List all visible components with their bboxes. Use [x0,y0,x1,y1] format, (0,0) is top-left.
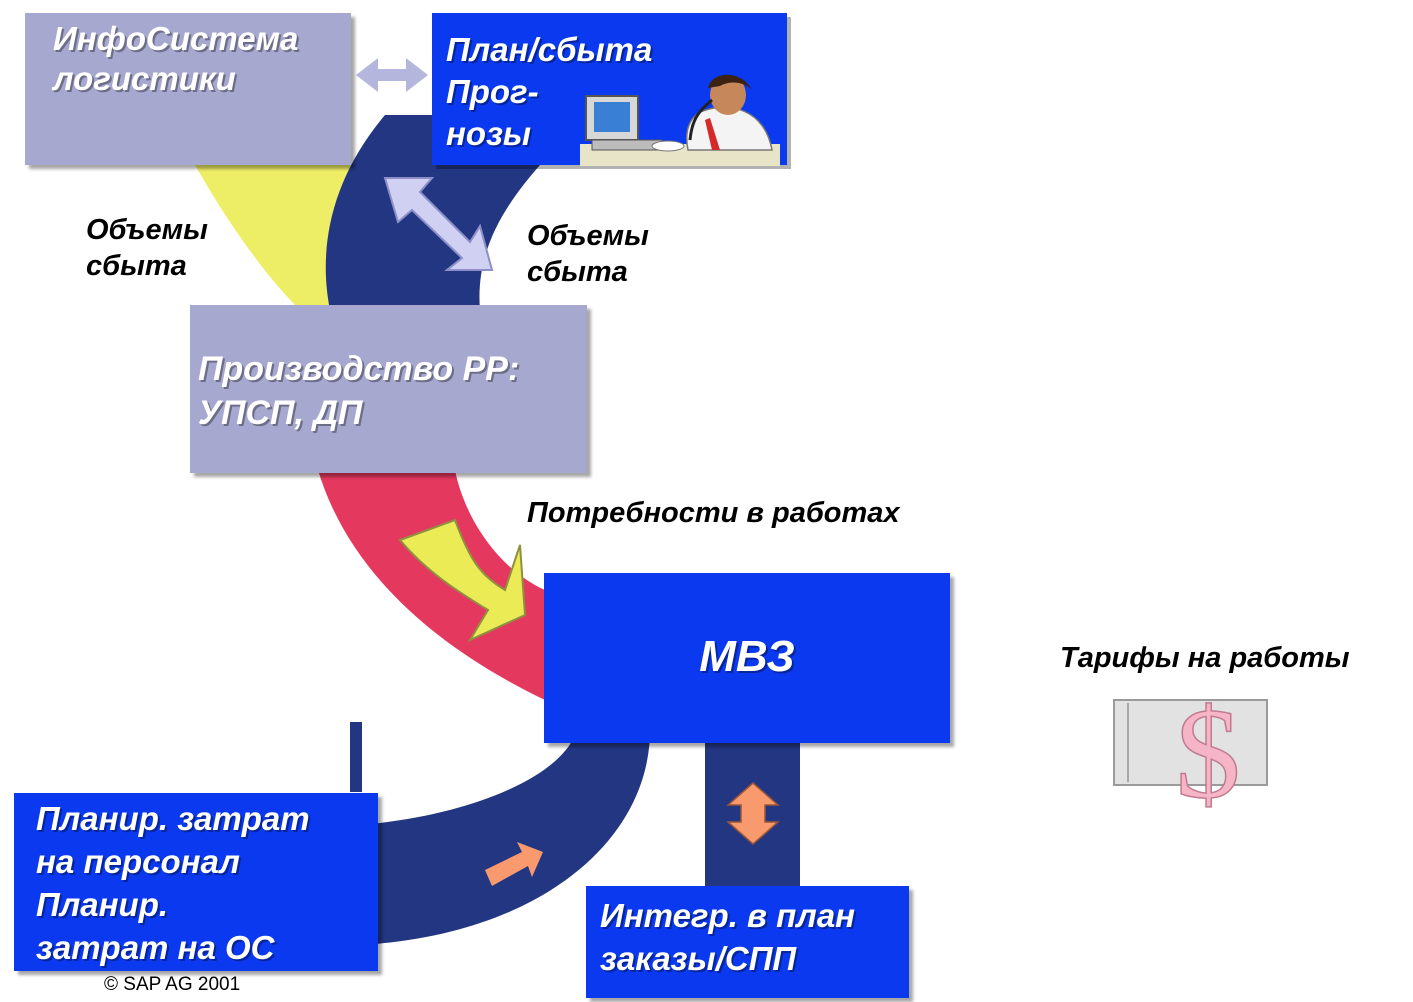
navy-bar [350,722,362,792]
dollar-icon: $ [1113,681,1268,827]
big-double-arrow [383,177,494,271]
activity-needs-label: Потребности в работах [527,497,900,529]
double-arrow-horizontal [356,58,428,92]
sales-volumes-right-label: Объемы сбыта [527,220,649,288]
activity-rates-label: Тарифы на работы [1060,642,1350,674]
mvz-box: МВЗ [544,573,950,743]
sales-plan-box: План/сбыта Прог- нозы [446,31,653,152]
info-system-box: ИнфоСистема логистики [25,13,351,165]
red-band [318,470,545,700]
integration-box: Интегр. в план заказы/СПП [586,886,909,998]
svg-text:$: $ [1176,682,1241,826]
copyright-text: © SAP AG 2001 [104,974,241,995]
production-box: Производство PP: УПСП, ДП [190,305,587,473]
cost-planning-box: Планир. затрат на персонал Планир. затра… [14,793,378,971]
sales-volumes-left-label: Объемы сбыта [86,214,208,282]
navy-band-bottom [360,722,650,945]
salmon-arrow [485,842,543,886]
vertical-double-arrow [726,782,780,845]
yellow-arrow [398,518,527,643]
person-at-computer-icon [580,74,780,166]
